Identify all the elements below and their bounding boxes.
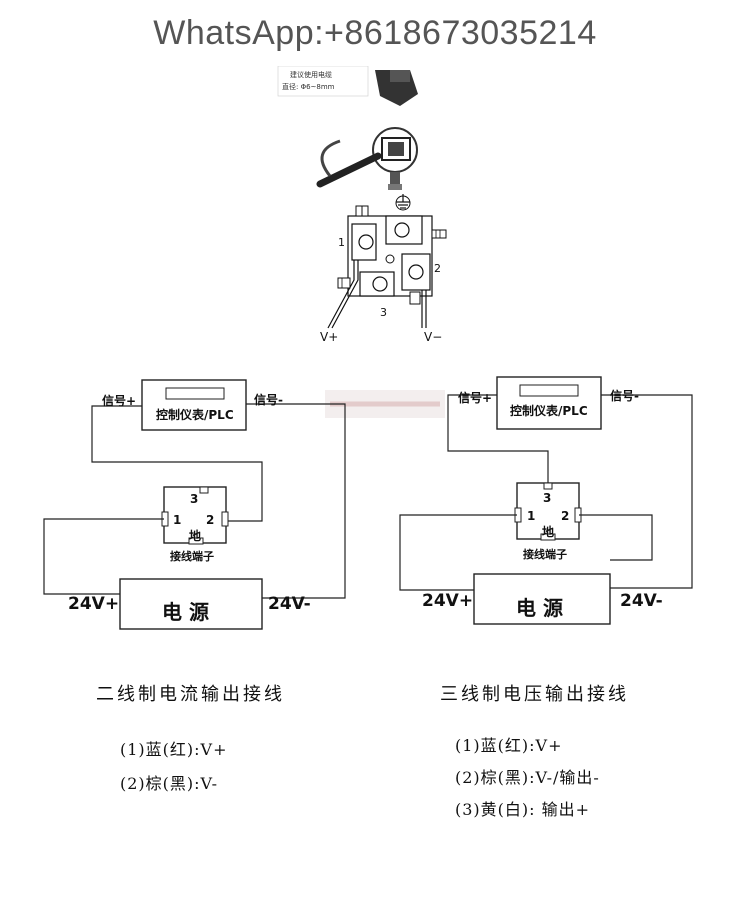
three-wire-item-2: (2)棕(黑):V-/输出-	[455, 768, 600, 787]
left-ground-label: 地	[189, 529, 202, 543]
left-signal-minus: 信号-	[254, 393, 283, 407]
right-signal-minus: 信号-	[610, 389, 639, 403]
three-wire-caption: 三线制电压输出接线	[440, 684, 629, 705]
left-signal-plus: 信号+	[102, 394, 137, 408]
right-signal-plus: 信号+	[458, 391, 493, 405]
left-power-plus: 24V+	[68, 594, 120, 614]
three-wire-item-3: (3)黄(白): 输出+	[455, 800, 591, 819]
two-wire-item-1: (1)蓝(红):V+	[120, 740, 228, 759]
sensor-v-minus: V−	[424, 330, 443, 344]
sensor-v-plus: V+	[320, 330, 339, 344]
right-terminal-1: 1	[527, 509, 536, 523]
sensor-terminal-illustration	[277, 66, 447, 329]
right-terminal-2: 2	[561, 509, 570, 523]
two-wire-item-2: (2)棕(黑):V-	[120, 774, 219, 793]
right-terminal-block-label: 接线端子	[523, 548, 567, 561]
three-wire-diagram	[399, 376, 693, 625]
right-power-label: 电 源	[516, 596, 563, 620]
two-wire-diagram	[43, 379, 346, 630]
three-wire-item-1: (1)蓝(红):V+	[455, 736, 563, 755]
right-terminal-3: 3	[543, 491, 552, 505]
right-ground-label: 地	[542, 525, 555, 539]
left-controller-label: 控制仪表/PLC	[156, 408, 234, 422]
cable-note-line2: 直径: Φ6~8mm	[282, 83, 335, 91]
sensor-terminal-1: 1	[338, 236, 345, 249]
sensor-terminal-3: 3	[380, 306, 387, 319]
left-power-minus: 24V-	[268, 594, 311, 614]
left-terminal-block-label: 接线端子	[170, 550, 214, 563]
right-controller-label: 控制仪表/PLC	[510, 404, 588, 418]
left-terminal-1: 1	[173, 513, 182, 527]
two-wire-caption: 二线制电流输出接线	[96, 684, 285, 705]
left-power-label: 电 源	[162, 600, 209, 624]
cable-note-line1: 建议使用电缆	[290, 71, 332, 79]
sensor-terminal-2: 2	[434, 262, 441, 275]
wiring-diagrams	[43, 376, 693, 630]
watermark-text: WhatsApp:+8618673035214	[153, 14, 597, 52]
right-power-minus: 24V-	[620, 591, 663, 611]
left-terminal-3: 3	[190, 492, 199, 506]
right-power-plus: 24V+	[422, 591, 474, 611]
left-terminal-2: 2	[206, 513, 215, 527]
